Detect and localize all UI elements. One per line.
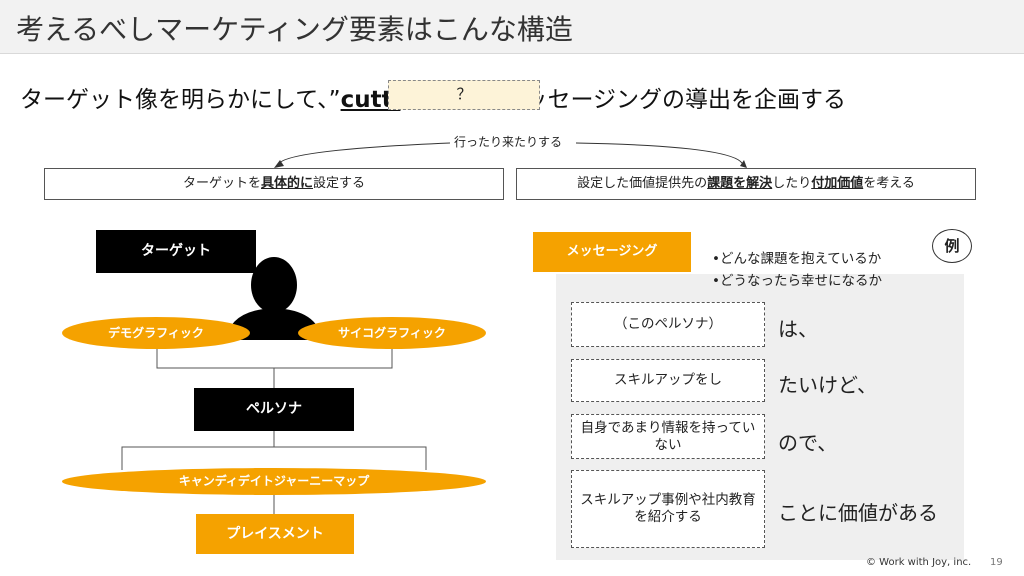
- left-header-post: 設定する: [313, 176, 366, 191]
- messaging-questions: •どんな課題を抱えているか •どうなったら幸せになるか: [712, 248, 882, 292]
- question-item: •どんな課題を抱えているか: [712, 251, 882, 267]
- subtitle-part1: ターゲット像を明らかにして、”: [20, 87, 341, 113]
- slide-title: 考えるべしマーケティング要素はこんな構造: [16, 13, 573, 46]
- arrowhead-left: [274, 160, 284, 168]
- bracket-top: [156, 345, 393, 369]
- message-box-3: 自身であまり情報を持っていない: [571, 414, 765, 459]
- target-box: ターゲット: [96, 230, 256, 273]
- bracket-bottom: [121, 446, 427, 470]
- journey-map-oval: キャンディデイトジャーニーマップ: [62, 468, 486, 495]
- loop-arrow-right: [575, 142, 744, 166]
- right-header-bold2: 付加価値: [811, 176, 864, 191]
- message-text-2: たいけど、: [778, 373, 877, 397]
- hidden-word-box: ？: [388, 80, 540, 110]
- right-header-pre: 設定した価値提供先の: [577, 176, 708, 191]
- message-text-3: ので、: [778, 431, 838, 455]
- right-header-box: 設定した価値提供先の課題を解決したり付加価値を考える: [516, 168, 976, 200]
- right-header-bold1: 課題を解決: [707, 176, 773, 191]
- message-text-1: は、: [778, 317, 818, 341]
- right-header-mid: したり: [772, 176, 812, 191]
- message-text-4: ことに価値がある: [778, 501, 938, 525]
- placement-box: プレイスメント: [196, 514, 354, 554]
- message-box-2: スキルアップをし: [571, 359, 765, 402]
- left-header-box: ターゲットを具体的に設定する: [44, 168, 504, 200]
- message-box-4: スキルアップ事例や社内教育を紹介する: [571, 470, 765, 548]
- loop-label: 行ったり来たりする: [450, 133, 567, 150]
- example-badge: 例: [932, 229, 972, 263]
- page-number: 19: [990, 557, 1003, 568]
- title-bar: [0, 0, 1024, 54]
- messaging-label: メッセージング: [533, 232, 691, 272]
- demographic-oval: デモグラフィック: [62, 317, 250, 349]
- persona-box: ペルソナ: [194, 388, 354, 431]
- subtitle-part2: ッセージングの導出を企画する: [524, 87, 847, 113]
- question-item: •どうなったら幸せになるか: [712, 273, 882, 289]
- arrowhead-right: [740, 160, 747, 168]
- right-header-post: を考える: [863, 176, 915, 191]
- message-box-1: （このペルソナ）: [571, 302, 765, 347]
- copyright: © Work with Joy, inc.: [866, 557, 972, 568]
- left-header-bold: 具体的に: [260, 176, 313, 191]
- psychographic-oval: サイコグラフィック: [298, 317, 486, 349]
- loop-arrow-left: [277, 142, 451, 166]
- left-header-pre: ターゲットを: [182, 176, 261, 191]
